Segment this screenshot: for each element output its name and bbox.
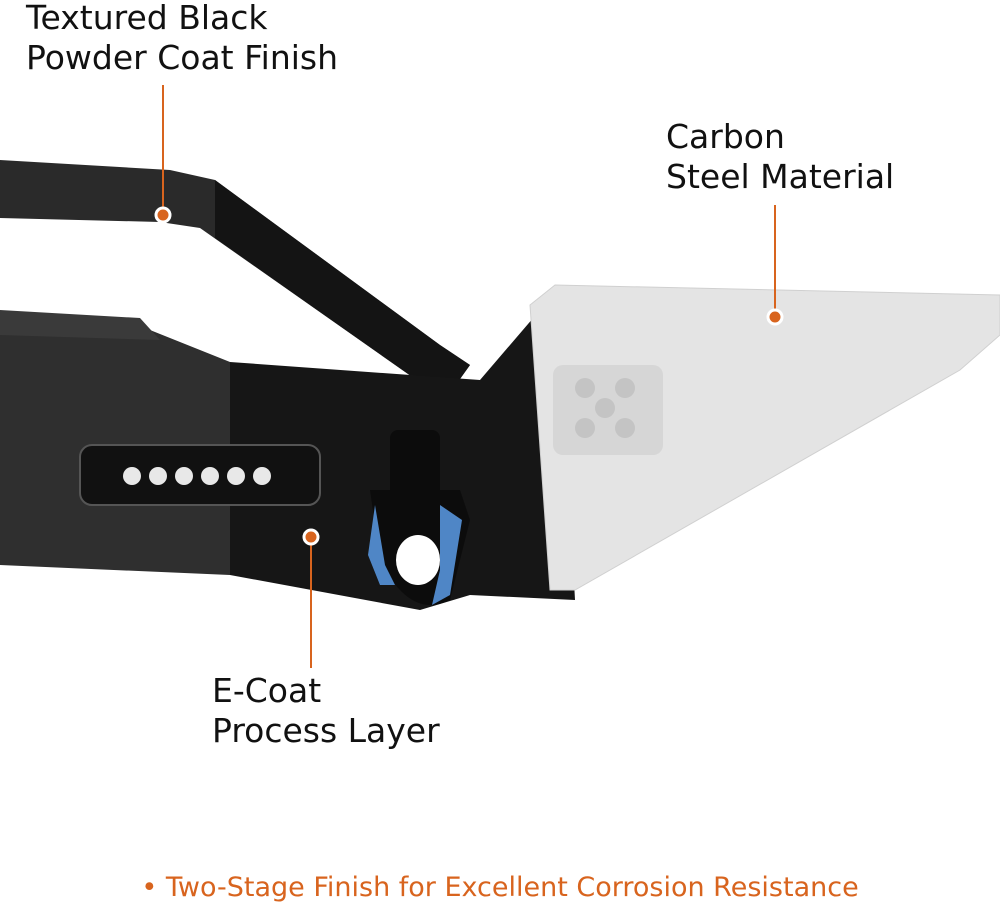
callout-ecoat: E-Coat Process Layer <box>212 671 440 751</box>
bumper-top-edge <box>0 310 160 340</box>
pod-light-leds <box>575 378 635 438</box>
callout-carbon-steel-line1: Carbon <box>666 117 785 156</box>
footer-text: Two-Stage Finish for Excellent Corrosion… <box>165 872 859 903</box>
leader-dots <box>154 206 784 546</box>
callout-ecoat-line1: E-Coat <box>212 671 322 710</box>
callout-carbon-steel-line2: Steel Material <box>666 157 895 196</box>
callout-ecoat-line2: Process Layer <box>212 711 440 750</box>
light-bar-leds <box>123 467 271 485</box>
callout-carbon-steel: Carbon Steel Material <box>666 117 894 197</box>
d-ring-shackle <box>368 430 470 605</box>
callout-powder-coat: Textured Black Powder Coat Finish <box>26 0 338 78</box>
hoop-bar-ecoat-section <box>215 180 470 400</box>
callout-powder-coat-line2: Powder Coat Finish <box>26 38 339 77</box>
footer-bullet-icon: • <box>141 872 158 903</box>
hoop-bar <box>0 160 470 400</box>
led-light-bar <box>79 444 321 506</box>
leader-lines <box>162 85 776 668</box>
carbon-steel-wing <box>529 284 1000 591</box>
footer-caption: • Two-Stage Finish for Excellent Corrosi… <box>0 868 1000 908</box>
callout-powder-coat-line1: Textured Black <box>26 0 268 37</box>
